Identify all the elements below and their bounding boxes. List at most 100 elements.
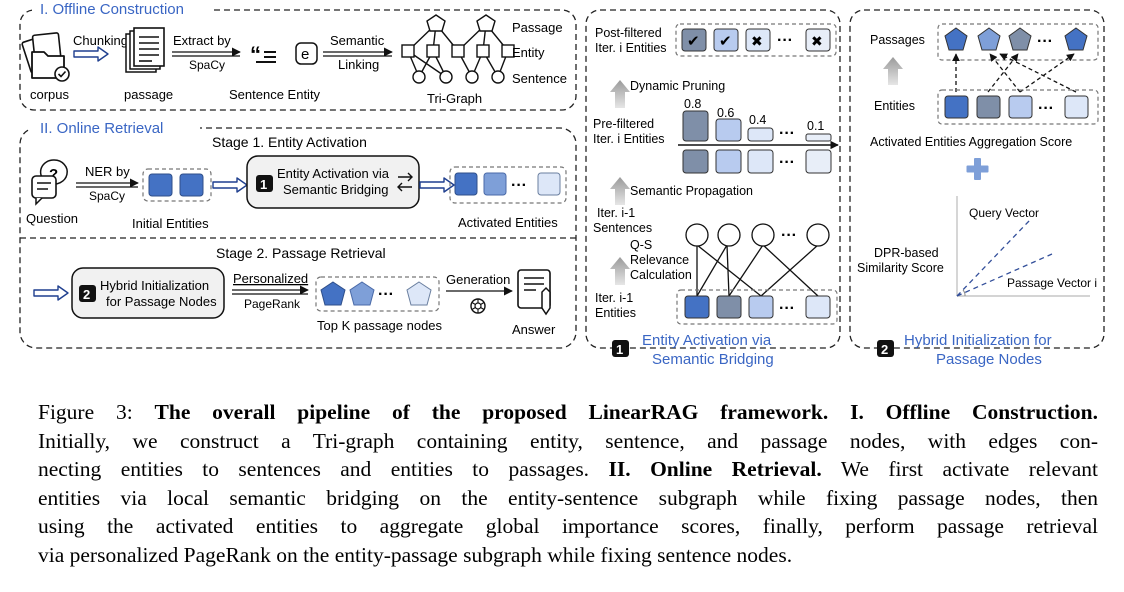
to-hybrid-arrow — [33, 285, 69, 301]
llm-logo-icon — [470, 298, 486, 314]
panel2-footer-line1: Hybrid Initialization for — [904, 332, 1052, 349]
legend-sentence: Sentence — [512, 71, 567, 86]
plus-icon — [966, 158, 989, 180]
svg-text:···: ··· — [1037, 33, 1053, 50]
aggregation-label: Activated Entities Aggregation Score — [870, 135, 1072, 149]
stage2-title: Stage 2. Passage Retrieval — [216, 245, 386, 261]
activation-badge: 1 — [260, 177, 267, 192]
panel1-badge: 1 — [616, 342, 623, 357]
extract-by-label: Extract by — [173, 33, 231, 48]
post-filtered-line2: Iter. i Entities — [595, 41, 667, 55]
sentence-icon: “ — [250, 42, 276, 67]
check-icon: ✔ — [719, 33, 732, 50]
sentence-entity-graph: ··· — [685, 223, 830, 297]
semantic-label: Semantic — [330, 33, 385, 48]
post-filtered-line1: Post-filtered — [595, 26, 662, 40]
corpus-icon — [21, 32, 70, 82]
query-vector-label: Query Vector — [969, 206, 1039, 220]
activated-entities: ··· — [449, 166, 567, 204]
svg-text:?: ? — [49, 166, 58, 183]
personalized-label: Personalized — [233, 271, 308, 286]
caption-bold-online: II. Online Retrieval. — [608, 457, 822, 481]
hybrid-line1: Hybrid Initialization — [100, 278, 209, 293]
question-icon: ? — [31, 159, 68, 206]
corpus-label: corpus — [30, 87, 70, 102]
activated-entity-nodes: ··· — [937, 89, 1099, 125]
qs-up-arrow — [610, 257, 630, 285]
svg-text:···: ··· — [777, 32, 793, 49]
online-retrieval-section: II. Online Retrieval Stage 1. Entity Act… — [19, 119, 577, 349]
post-filtered-entities: ✔ ✔ ✖ ··· ✖ — [675, 23, 837, 57]
pagerank-label: PageRank — [244, 297, 301, 311]
check-icon: ✔ — [687, 33, 700, 50]
svg-text:···: ··· — [511, 177, 527, 194]
pre-filtered-line2: Iter. i Entities — [593, 132, 665, 146]
passages-label: Passages — [870, 33, 925, 47]
ner-label: NER by — [85, 164, 130, 179]
svg-text:···: ··· — [1038, 100, 1054, 117]
dpr-line1: DPR-based — [874, 246, 939, 260]
offline-construction-section: I. Offline Construction corpus Chunking … — [19, 0, 577, 111]
legend-entity: Entity — [512, 45, 545, 60]
caption-line-3: necting entities to sentences and entiti… — [38, 457, 1098, 481]
svg-text:···: ··· — [378, 286, 394, 303]
top-k-passages: ··· — [315, 276, 440, 312]
entity-activation-module: 1 Entity Activation via Semantic Bridgin… — [246, 155, 420, 209]
tri-graph-sentence-node — [412, 70, 426, 84]
question-label: Question — [26, 211, 78, 226]
caption-line-5: using the activated entities to aggregat… — [38, 514, 1098, 538]
tri-graph-passage-node-2 — [476, 14, 496, 32]
offline-title: I. Offline Construction — [40, 1, 184, 18]
cross-icon: ✖ — [811, 33, 823, 49]
aggregation-edges — [952, 53, 1077, 93]
iter-entities: ··· — [676, 289, 838, 325]
ner-spacy-label: SpaCy — [89, 189, 125, 203]
extract-spacy-label: SpaCy — [189, 58, 225, 72]
hybrid-line2: for Passage Nodes — [106, 294, 217, 309]
qs-line3: Calculation — [630, 268, 692, 282]
panel1-badge-box — [612, 340, 629, 357]
activation-line1: Entity Activation via — [277, 166, 390, 181]
stage1-title: Stage 1. Entity Activation — [212, 134, 367, 150]
caption-line-4: entities via local semantic bridging on … — [38, 485, 1098, 510]
figure-label: Figure 3: — [38, 400, 133, 424]
tri-graph — [401, 14, 515, 84]
entity-activation-panel: Post-filtered Iter. i Entities ✔ ✔ ✖ ···… — [585, 9, 841, 368]
score-0.6: 0.6 — [717, 106, 734, 120]
aggregate-up-arrow — [883, 57, 903, 85]
initial-entities-label: Initial Entities — [132, 216, 209, 231]
answer-icon — [517, 269, 551, 316]
top-k-label: Top K passage nodes — [317, 318, 443, 333]
quote-glyph: “ — [250, 42, 261, 67]
iter-entities-line1: Iter. i-1 — [595, 291, 633, 305]
hybrid-badge: 2 — [83, 287, 90, 302]
caption-bold-title: The overall pipeline of the proposed Lin… — [154, 400, 1098, 424]
tri-graph-passage-node-1 — [426, 14, 446, 32]
panel1-footer-line2: Semantic Bridging — [652, 351, 774, 368]
panel2-footer-line2: Passage Nodes — [936, 351, 1042, 368]
hybrid-init-panel: Passages ··· Entities ··· Activated E — [849, 9, 1105, 368]
passage-icon — [125, 27, 165, 73]
pipeline-diagram: I. Offline Construction corpus Chunking … — [19, 0, 1105, 368]
caption-line-6: via personalized PageRank on the entity-… — [38, 542, 793, 567]
answer-label: Answer — [512, 322, 556, 337]
caption-line-2: Initially, we construct a Tri-graph cont… — [38, 428, 1098, 453]
score-0.1: 0.1 — [807, 119, 824, 133]
chunking-arrow — [73, 46, 109, 62]
figure-caption: Figure 3: The overall pipeline of the pr… — [38, 398, 1098, 569]
entity-icon: e — [295, 42, 318, 65]
pre-filtered-entities: ··· — [682, 149, 832, 174]
e-glyph: e — [301, 46, 309, 63]
cross-icon: ✖ — [751, 33, 763, 49]
passage-label: passage — [124, 87, 173, 102]
caption-line-1: Figure 3: The overall pipeline of the pr… — [38, 398, 1098, 427]
swap-icon — [397, 172, 413, 192]
entities-label: Entities — [874, 99, 915, 113]
hybrid-init-module: 2 Hybrid Initialization for Passage Node… — [71, 267, 225, 319]
svg-text:···: ··· — [779, 300, 795, 317]
qs-line2: Relevance — [630, 253, 689, 267]
propagation-up-arrow — [610, 177, 630, 205]
dpr-line2: Similarity Score — [857, 261, 944, 275]
pruning-up-arrow — [610, 80, 630, 108]
semantic-propagation-label: Semantic Propagation — [630, 184, 753, 198]
